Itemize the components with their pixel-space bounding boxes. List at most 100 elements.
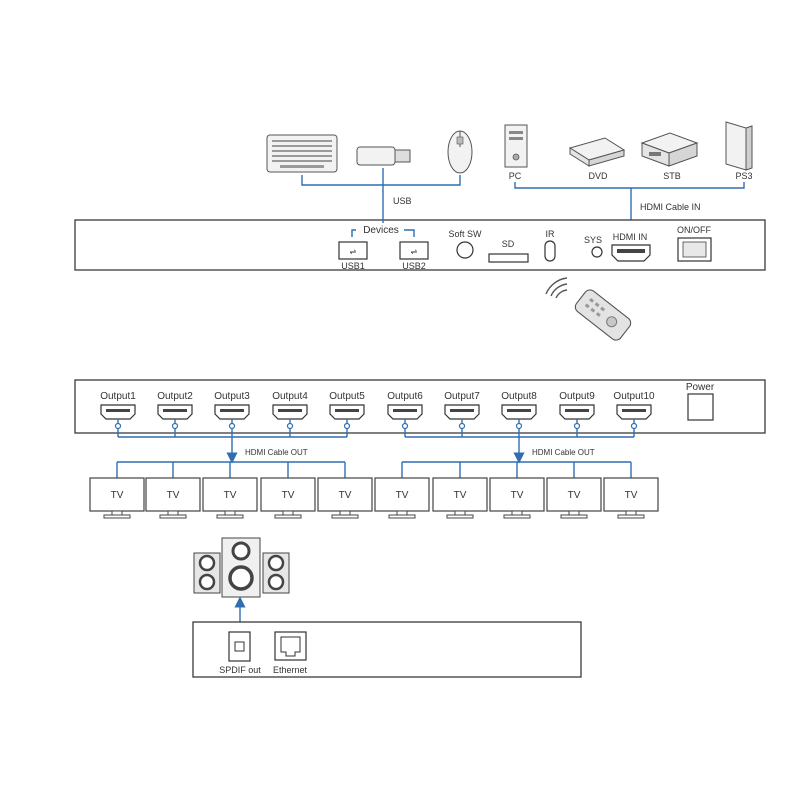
keyboard-icon [266,134,338,173]
source-dvd-label: DVD [588,171,608,181]
tv-icon: TV [89,477,145,519]
tv-icon: TV [202,477,258,519]
spdif-port[interactable] [228,631,251,662]
ps3-console-icon [725,121,753,171]
power-switch[interactable] [677,237,712,262]
hdmi-output-port[interactable] [214,404,250,420]
tv-icon: TV [546,477,602,519]
output-label: Output4 [272,391,308,402]
hdmi-in-port[interactable] [611,244,651,262]
ir-sensor [544,240,556,262]
tv-label: TV [339,490,352,501]
output-label: Output9 [559,391,595,402]
tv-label: TV [282,490,295,501]
cable-junction [228,422,236,430]
dvd-player-icon [568,137,626,167]
sd-label: SD [502,239,515,249]
hdmi-cable-out-label-left: HDMI Cable OUT [245,448,308,457]
audio-panel: SPDIF out Ethernet [192,621,582,678]
cable-junction [114,422,122,430]
pc-icon [504,124,528,168]
svg-text:⇌: ⇌ [350,247,357,256]
tv-label: TV [511,490,524,501]
output-panel: Output1 Output2 Output3 Output4 Output5 Outpu… [74,379,766,434]
source-devices-group: PC DVD STB PS3 HDMI Cable IN [504,121,753,238]
power-connector[interactable] [687,393,714,421]
usb2-port[interactable]: ⇌ [399,241,429,260]
tv-icon: TV [145,477,201,519]
hdmi-output-port[interactable] [501,404,537,420]
power-label: Power [686,382,715,393]
usb-dongle-icon [356,146,411,166]
source-stb-label: STB [663,171,681,181]
sd-card-slot[interactable] [488,253,529,263]
speaker-system-icon [193,537,290,598]
output-label: Output6 [387,391,423,402]
tv-label: TV [454,490,467,501]
output-label: Output1 [100,391,136,402]
remote-control-icon [545,277,632,341]
ir-label: IR [546,229,556,239]
tv-label: TV [568,490,581,501]
cable-junction [286,422,294,430]
usb1-label: USB1 [341,261,365,271]
ethernet-port[interactable] [274,631,307,661]
cable-junction [458,422,466,430]
sys-indicator [591,246,603,258]
tv-icon: TV [432,477,488,519]
hdmi-output-port[interactable] [444,404,480,420]
input-panel: Devices ⇌ USB1 ⇌ USB2 Soft SW SD IR SYS … [74,212,766,271]
usb-devices-group: USB [266,130,473,212]
cable-junction [515,422,523,430]
tv-label: TV [396,490,409,501]
tv-icon: TV [374,477,430,519]
tv-label: TV [111,490,124,501]
output-ports: Output1 Output2 Output3 Output4 Output5 Outpu… [100,391,655,420]
hdmi-output-port[interactable] [387,404,423,420]
tv-row: TV TV TV TV TV TV TV TV TV TV [89,462,659,519]
cable-junction [343,422,351,430]
source-pc-label: PC [509,171,522,181]
hdmi-output-port[interactable] [559,404,595,420]
ethernet-label: Ethernet [273,665,308,675]
tv-icon: TV [489,477,545,519]
hdmi-output-port[interactable] [329,404,365,420]
tv-label: TV [167,490,180,501]
tv-label: TV [625,490,638,501]
hdmi-output-port[interactable] [616,404,652,420]
tv-label: TV [224,490,237,501]
tv-icon: TV [603,477,659,519]
output-label: Output10 [613,391,655,402]
cable-junction [171,422,179,430]
mouse-icon [447,130,473,174]
hdmi-in-label: HDMI IN [613,232,648,242]
set-top-box-icon [640,132,699,167]
hdmi-output-port[interactable] [157,404,193,420]
output-label: Output5 [329,391,365,402]
output-label: Output3 [214,391,250,402]
tv-icon: TV [260,477,316,519]
hdmi-output-port[interactable] [272,404,308,420]
spdif-label: SPDIF out [219,665,261,675]
devices-label: Devices [363,225,399,236]
usb-bus-label: USB [393,196,412,206]
on-off-label: ON/OFF [677,225,711,235]
usb2-label: USB2 [402,261,426,271]
usb1-port[interactable]: ⇌ [338,241,368,260]
cable-junction [573,422,581,430]
hdmi-cable-in-label: HDMI Cable IN [640,202,701,212]
svg-text:⇌: ⇌ [411,247,418,256]
output-cabling: HDMI Cable OUT HDMI Cable OUT [114,419,638,464]
tv-icon: TV [317,477,373,519]
soft-switch-button[interactable] [456,241,474,259]
output-label: Output2 [157,391,193,402]
source-ps3-label: PS3 [735,171,752,181]
cable-junction [630,422,638,430]
hdmi-output-port[interactable] [100,404,136,420]
output-label: Output8 [501,391,537,402]
cable-junction [401,422,409,430]
soft-sw-label: Soft SW [448,229,482,239]
sys-label: SYS [584,235,602,245]
hdmi-cable-out-label-right: HDMI Cable OUT [532,448,595,457]
